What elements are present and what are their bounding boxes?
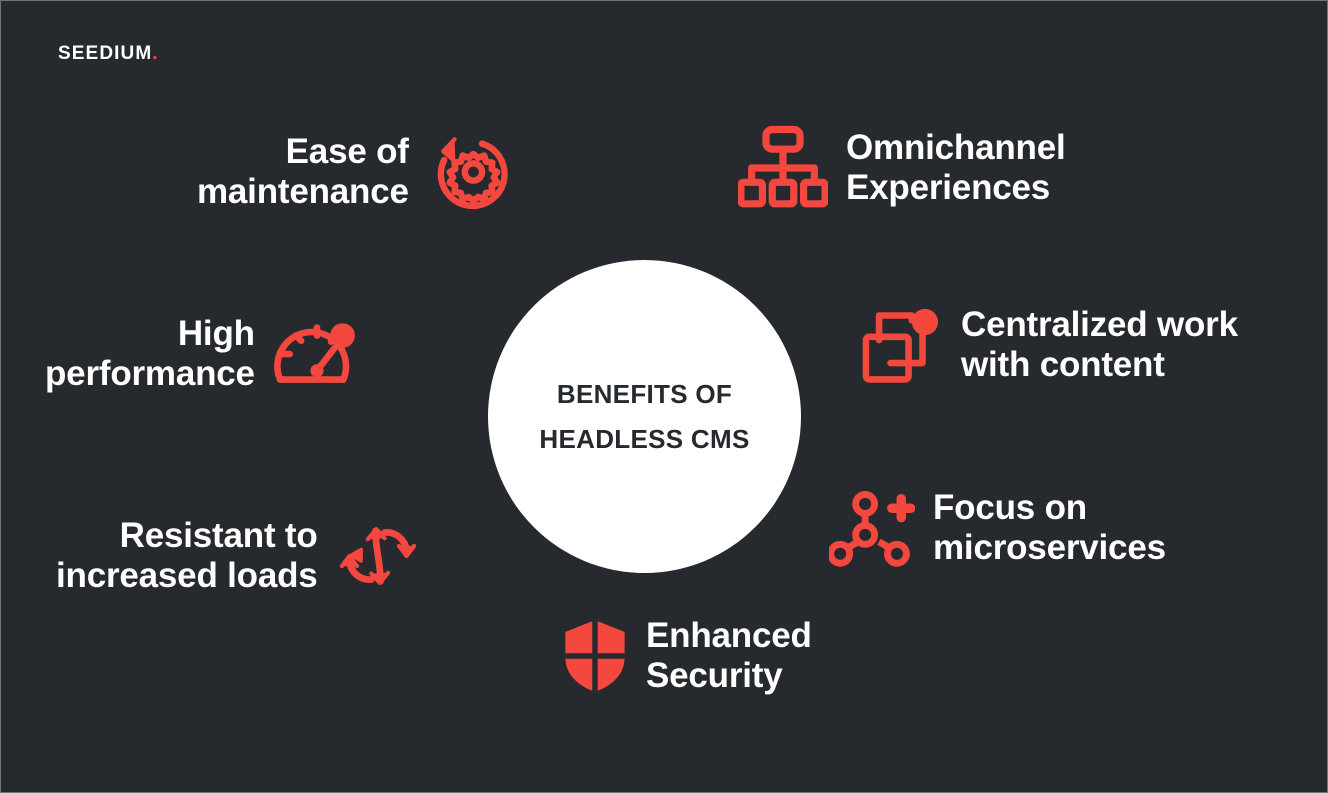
benefit-label: Resistant to increased loads [56,516,318,595]
benefit-label: High performance [45,314,255,393]
benefit-label: Ease of maintenance [197,132,409,211]
benefit-ease-of-maintenance: Ease of maintenance [197,129,513,215]
benefit-high-performance: High performance [45,314,361,393]
benefit-centralized-work-with-content: Centralized work with content [861,304,1238,386]
benefit-label: Centralized work with content [961,305,1238,384]
benefit-label: Enhanced Security [646,616,812,695]
center-hub: BENEFITS OF HEADLESS CMS [488,260,801,573]
benefit-focus-on-microservices: Focus on microservices [827,488,1166,568]
benefit-label: Omnichannel Experiences [846,128,1066,207]
network-nodes-plus-icon [827,488,916,568]
benefit-omnichannel-experiences: Omnichannel Experiences [737,125,1066,211]
gear-refresh-icon [427,129,513,215]
hub-title-line-2: HEADLESS CMS [539,423,750,454]
shield-icon [562,617,628,695]
brand-name: SEEDIUM [58,43,153,64]
benefit-label: Focus on microservices [933,488,1166,567]
brand-logo: SEEDIUM. [58,43,159,65]
speedometer-gauge-icon [273,316,361,392]
brand-dot: . [152,43,159,64]
hub-title-line-1: BENEFITS OF [556,378,733,409]
hierarchy-sitemap-icon [737,125,829,211]
layers-copy-icon [861,304,943,386]
benefit-resistant-to-increased-loads: Resistant to increased loads [56,514,420,598]
dual-circular-arrows-icon [336,514,420,598]
benefit-enhanced-security: Enhanced Security [562,616,812,695]
